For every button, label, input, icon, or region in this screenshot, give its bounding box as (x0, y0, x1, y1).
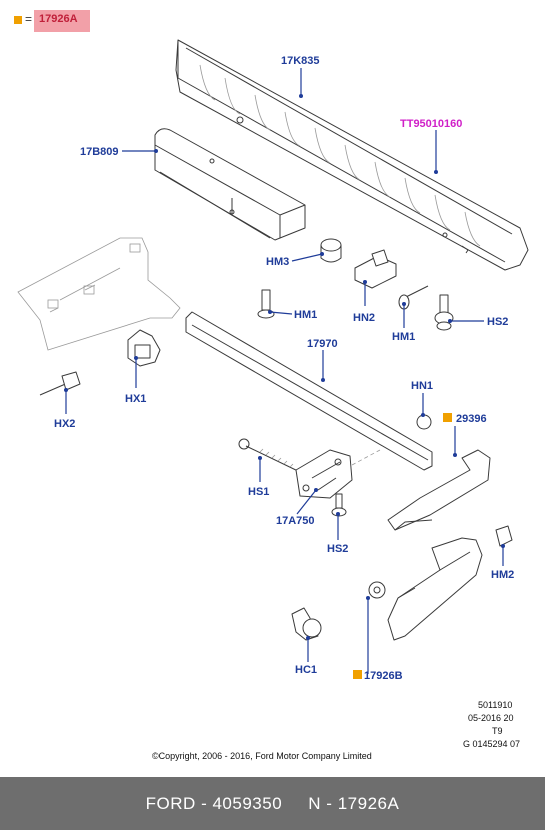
label-HC1[interactable]: HC1 (295, 664, 317, 676)
label-HM3[interactable]: HM3 (266, 256, 289, 268)
meta-line2: 05-2016 20 (468, 713, 514, 723)
legend-highlight (34, 10, 90, 32)
part-17B809-bracket[interactable] (154, 128, 306, 241)
part-HS2-screw-right[interactable] (434, 294, 454, 331)
part-29396-bracket[interactable] (387, 449, 491, 531)
label-17970[interactable]: 17970 (307, 338, 338, 350)
part-outer-panel (17, 237, 181, 351)
label-HX2[interactable]: HX2 (54, 418, 75, 430)
marker-29396 (443, 413, 452, 422)
part-HC1-clip[interactable] (291, 607, 322, 641)
legend-swatch (14, 16, 22, 24)
part-17A750-bracket[interactable] (295, 449, 381, 499)
part-17K835-rail[interactable] (175, 39, 529, 271)
label-17A750[interactable]: 17A750 (276, 515, 315, 527)
label-HX1[interactable]: HX1 (125, 393, 146, 405)
label-17926B[interactable]: 17926B (364, 670, 403, 682)
legend-code: 17926A (39, 13, 78, 25)
label-HM1-right[interactable]: HM1 (392, 331, 415, 343)
meta-line1: 5011910 (478, 700, 512, 710)
marker-17926B (353, 670, 362, 679)
footer-sep1: - (201, 793, 208, 813)
label-HS1[interactable]: HS1 (248, 486, 269, 498)
footer-part-number: 4059350 (212, 793, 283, 813)
part-17926B-cap[interactable] (368, 537, 483, 641)
label-17B809[interactable]: 17B809 (80, 146, 119, 158)
label-HN1[interactable]: HN1 (411, 380, 433, 392)
part-HS2-screw-bottom[interactable] (331, 493, 347, 517)
footer-brand: FORD (145, 793, 196, 813)
label-HM2[interactable]: HM2 (491, 569, 514, 581)
part-HN2-clipnut[interactable] (354, 249, 397, 289)
part-HX2-pin[interactable] (39, 371, 81, 396)
meta-line3: T9 (492, 726, 503, 736)
label-HN2[interactable]: HN2 (353, 312, 375, 324)
footer-bar: FORD - 4059350 N - 17926A (0, 777, 545, 830)
label-TT95010160[interactable]: TT95010160 (400, 118, 462, 130)
part-HM1-bolt-top[interactable] (257, 289, 275, 319)
footer-prefix: N (308, 793, 322, 813)
part-HS1-bolt[interactable] (238, 438, 301, 473)
copyright: ©Copyright, 2006 - 2016, Ford Motor Comp… (152, 751, 372, 761)
label-17K835[interactable]: 17K835 (281, 55, 320, 67)
label-HS2-bottom[interactable]: HS2 (327, 543, 348, 555)
label-HS2-right[interactable]: HS2 (487, 316, 508, 328)
part-17970-strip[interactable] (185, 311, 433, 471)
part-HN1-nut[interactable] (416, 414, 432, 430)
part-HM3-nut[interactable] (320, 238, 342, 263)
part-HX1-clip[interactable] (127, 329, 161, 367)
footer-sep2: - (326, 793, 333, 813)
footer-code: 17926A (337, 793, 400, 813)
leader-lines (64, 68, 505, 674)
part-HM2-nut[interactable] (495, 525, 513, 547)
label-29396[interactable]: 29396 (456, 413, 487, 425)
parts-diagram: 17K835 TT95010160 17B809 HM3 HM1 HN2 HM1… (17, 39, 529, 761)
label-HM1-top[interactable]: HM1 (294, 309, 317, 321)
legend-equals: = (25, 12, 33, 26)
meta-line4: G 0145294 07 (463, 739, 520, 749)
